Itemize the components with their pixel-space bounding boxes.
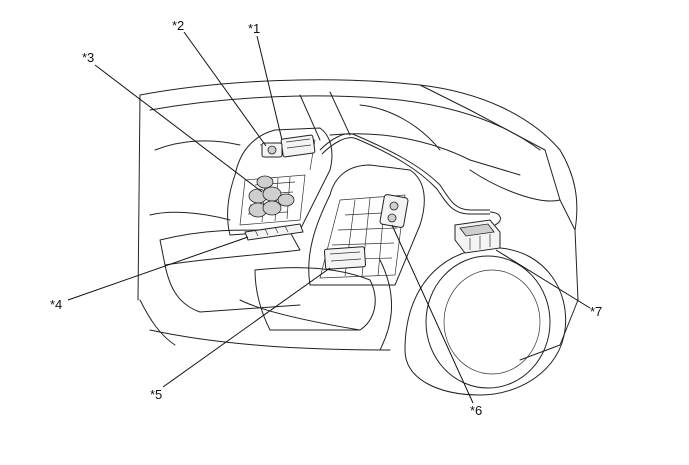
- part-7-pump: [454, 211, 501, 254]
- callout-5: *5: [150, 387, 162, 402]
- leader-6: [391, 224, 474, 404]
- callout-3: *3: [82, 50, 94, 65]
- callout-4: *4: [50, 297, 62, 312]
- callout-2: *2: [172, 18, 184, 33]
- leader-4: [67, 236, 249, 301]
- callout-6: *6: [470, 403, 482, 418]
- part-6-module: [379, 194, 409, 228]
- part-5-module: [323, 246, 367, 270]
- leader-2: [183, 31, 267, 147]
- callout-7: *7: [590, 304, 602, 319]
- leader-7: [495, 249, 591, 309]
- air-hose: [319, 133, 490, 215]
- part-4-bar: [244, 223, 304, 241]
- rear-seat-cushion: [159, 229, 376, 331]
- leader-5: [162, 267, 331, 388]
- callout-labels: *1 *2 *3 *4 *5 *6 *7: [50, 18, 602, 418]
- rear-wheel: [404, 247, 567, 396]
- part-1-module: [280, 134, 316, 158]
- leader-lines: [67, 31, 591, 404]
- part-3-air-bladders: [248, 175, 295, 218]
- leader-1: [256, 35, 283, 141]
- leader-3: [94, 64, 263, 193]
- callout-1: *1: [248, 21, 260, 36]
- part-2-module: [261, 142, 283, 158]
- vehicle-body-outline: [137, 79, 579, 361]
